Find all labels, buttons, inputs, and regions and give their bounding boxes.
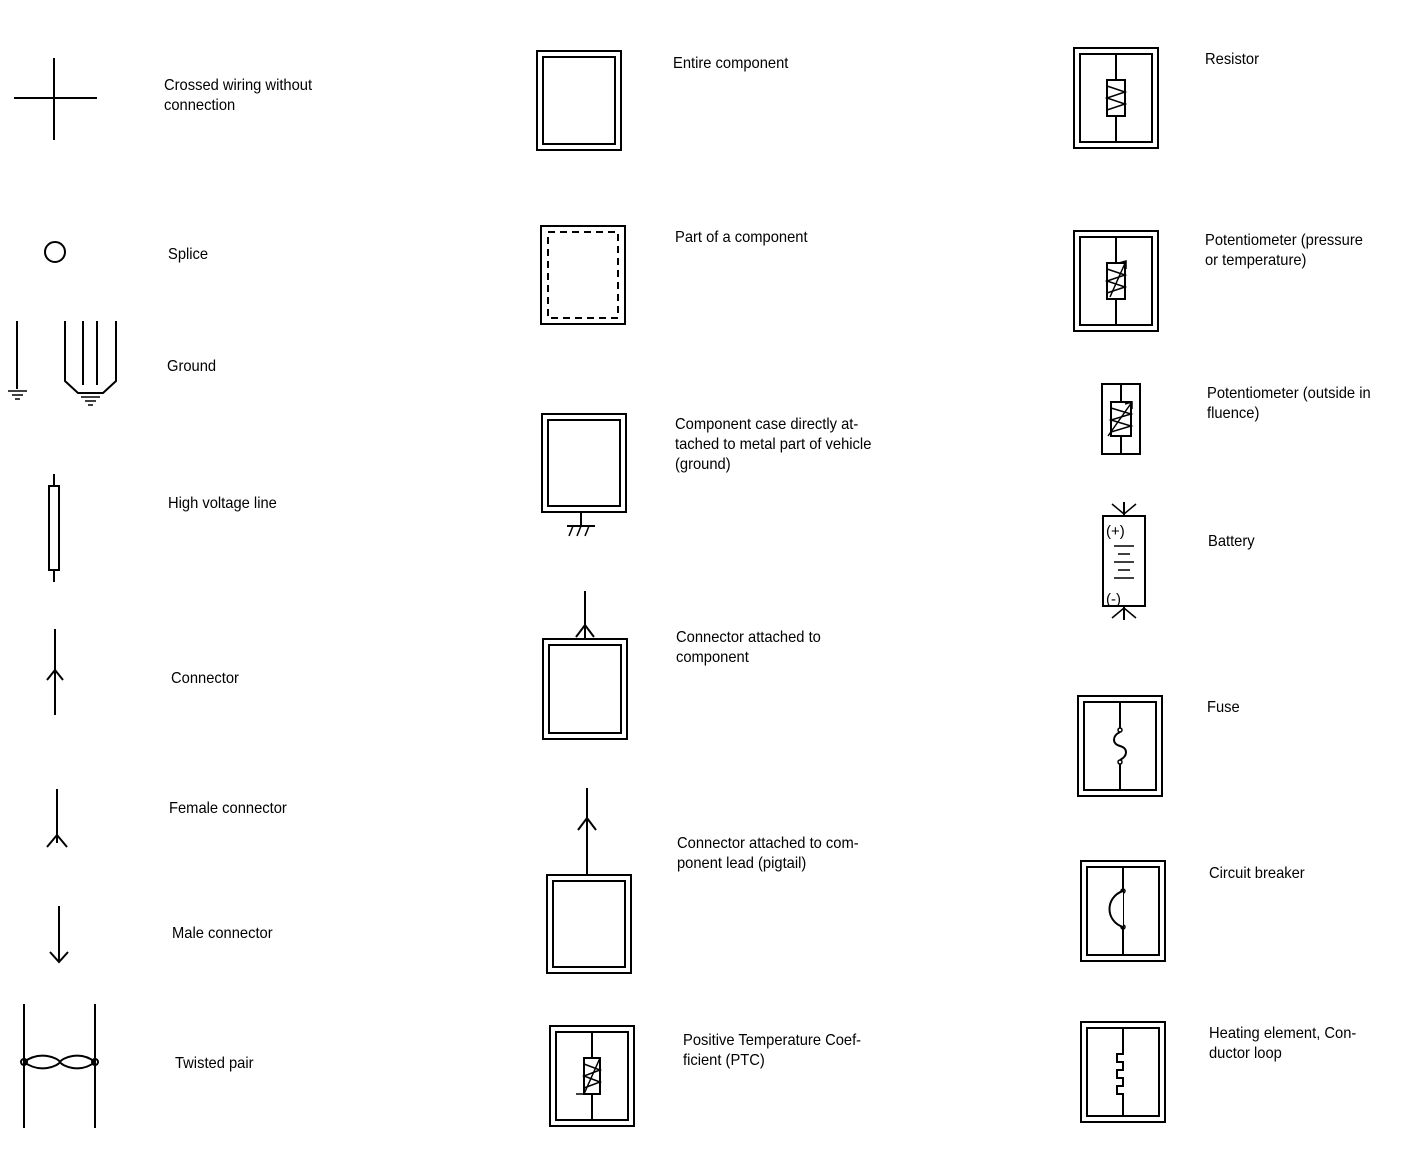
resistor-symbol bbox=[1073, 47, 1159, 149]
battery-minus-text: (-) bbox=[1106, 591, 1121, 608]
potentiometer-outside-label: Potentiometer (outside in fluence) bbox=[1207, 385, 1371, 422]
connector-pigtail-symbol bbox=[546, 788, 632, 974]
ground-symbol bbox=[8, 321, 117, 406]
ptc-symbol bbox=[549, 1025, 635, 1127]
entire-component-symbol bbox=[536, 50, 622, 151]
potentiometer-pressure-symbol bbox=[1073, 230, 1159, 332]
splice-symbol bbox=[44, 241, 66, 263]
high-voltage-line-symbol bbox=[48, 474, 60, 582]
twisted-pair-label: Twisted pair bbox=[175, 1055, 254, 1072]
crossed-wiring-label: Crossed wiring without connection bbox=[164, 77, 313, 114]
connector-pigtail-label: Connector attached to com- ponent lead (… bbox=[677, 835, 859, 872]
male-connector-label: Male connector bbox=[172, 925, 273, 942]
ground-label: Ground bbox=[167, 358, 217, 375]
circuit-breaker-symbol bbox=[1080, 860, 1166, 962]
potentiometer-pressure-label: Potentiometer (pressure or temperature) bbox=[1205, 232, 1363, 269]
connector-symbol bbox=[46, 629, 64, 715]
male-connector-symbol bbox=[49, 906, 69, 964]
potentiometer-outside-symbol bbox=[1101, 383, 1141, 455]
splice-label: Splice bbox=[168, 246, 209, 263]
battery-label: Battery bbox=[1208, 533, 1255, 550]
connector-attached-component-symbol bbox=[542, 591, 628, 740]
connector-label: Connector bbox=[171, 670, 239, 687]
twisted-pair-symbol bbox=[20, 1004, 99, 1128]
fuse-label: Fuse bbox=[1207, 699, 1240, 716]
resistor-label: Resistor bbox=[1205, 51, 1259, 68]
high-voltage-line-label: High voltage line bbox=[168, 495, 277, 512]
female-connector-label: Female connector bbox=[169, 800, 287, 817]
part-of-component-symbol bbox=[540, 225, 626, 325]
battery-plus-text: (+) bbox=[1106, 523, 1125, 540]
component-case-ground-symbol bbox=[541, 413, 627, 537]
part-of-component-label: Part of a component bbox=[675, 229, 808, 246]
fuse-symbol bbox=[1077, 695, 1163, 797]
circuit-breaker-label: Circuit breaker bbox=[1209, 865, 1305, 882]
heating-element-symbol bbox=[1080, 1021, 1166, 1123]
battery-symbol: (+) (-) bbox=[1102, 502, 1146, 620]
ptc-label: Positive Temperature Coef- ficient (PTC) bbox=[683, 1032, 862, 1069]
entire-component-label: Entire component bbox=[673, 55, 789, 72]
female-connector-symbol bbox=[46, 789, 68, 848]
crossed-wiring-symbol bbox=[14, 58, 97, 140]
component-case-ground-label: Component case directly at- tached to me… bbox=[675, 416, 872, 473]
heating-element-label: Heating element, Con- ductor loop bbox=[1209, 1025, 1357, 1062]
connector-attached-component-label: Connector attached to component bbox=[676, 629, 821, 666]
